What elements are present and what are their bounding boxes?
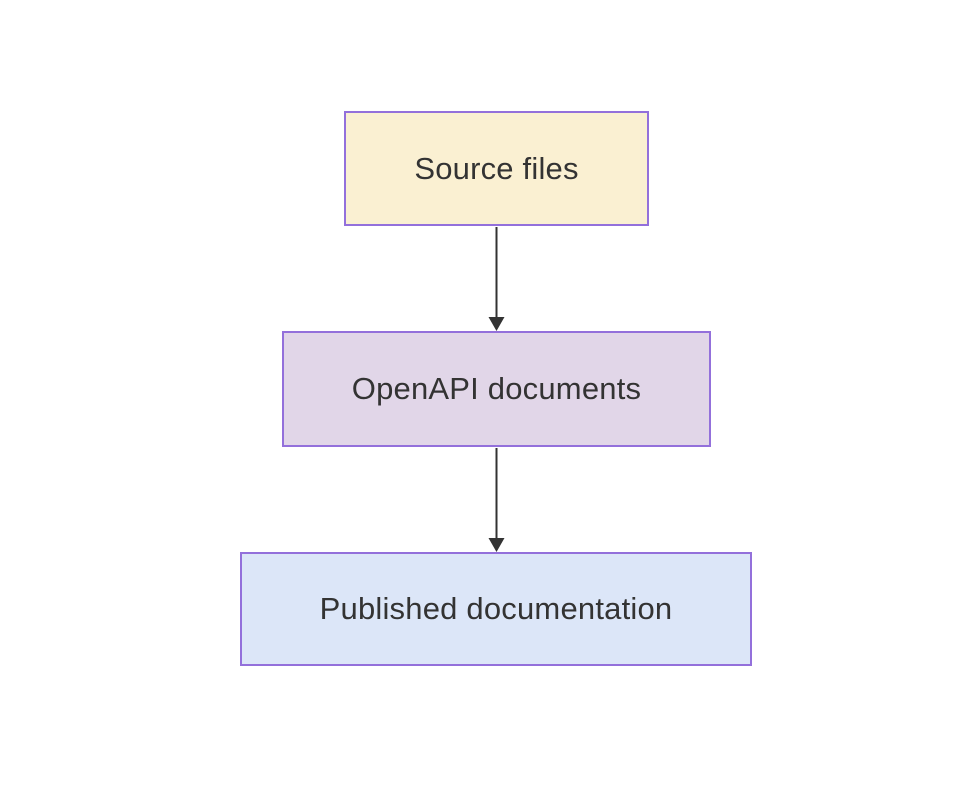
node-source-files-label: Source files: [414, 150, 579, 186]
node-openapi-documents: OpenAPI documents: [282, 331, 711, 447]
node-published-documentation-label: Published documentation: [319, 591, 673, 626]
edge-openapi-to-published: [488, 448, 505, 552]
arrowhead-icon: [488, 317, 505, 331]
edge-source-to-openapi: [488, 227, 505, 331]
node-openapi-documents-label: OpenAPI documents: [351, 371, 642, 406]
node-published-documentation: Published documentation: [240, 552, 752, 666]
node-source-files: Source files: [344, 111, 649, 226]
arrowhead-icon: [488, 538, 505, 552]
